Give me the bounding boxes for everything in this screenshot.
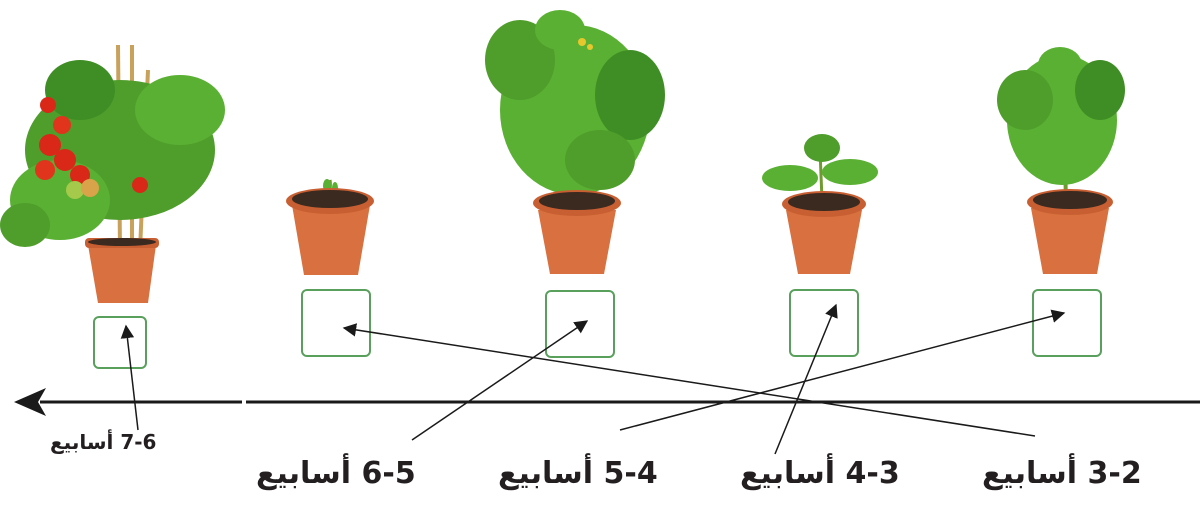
connector-arrow-7-6 <box>120 324 139 431</box>
label-weeks-4-3: 4-3 أسابيع <box>740 456 900 491</box>
sprout-in-pot-icon <box>286 179 374 275</box>
young-plant-in-pot-icon <box>997 47 1125 274</box>
tall-plant-in-pot-icon <box>485 10 665 274</box>
answer-box-1[interactable] <box>93 316 147 369</box>
label-weeks-3-2: 3-2 أسابيع <box>982 456 1142 491</box>
answer-box-2[interactable] <box>301 289 371 357</box>
connector-arrow-3-2 <box>342 323 1036 437</box>
connector-arrow-5-4 <box>619 309 1066 431</box>
tomato-plant-with-fruit-icon <box>0 44 225 303</box>
label-weeks-6-5: 6-5 أسابيع <box>256 456 416 491</box>
answer-box-3[interactable] <box>545 290 615 358</box>
label-weeks-7-6: 7-6 أسابيع <box>50 430 157 454</box>
connector-arrow-4-3 <box>774 303 838 455</box>
connector-arrow-6-5 <box>411 320 589 441</box>
label-weeks-5-4: 5-4 أسابيع <box>498 456 658 491</box>
answer-box-4[interactable] <box>789 289 859 357</box>
timeline-arrowhead-icon <box>14 388 46 416</box>
seedling-in-pot-icon <box>762 134 878 274</box>
answer-box-5[interactable] <box>1032 289 1102 357</box>
